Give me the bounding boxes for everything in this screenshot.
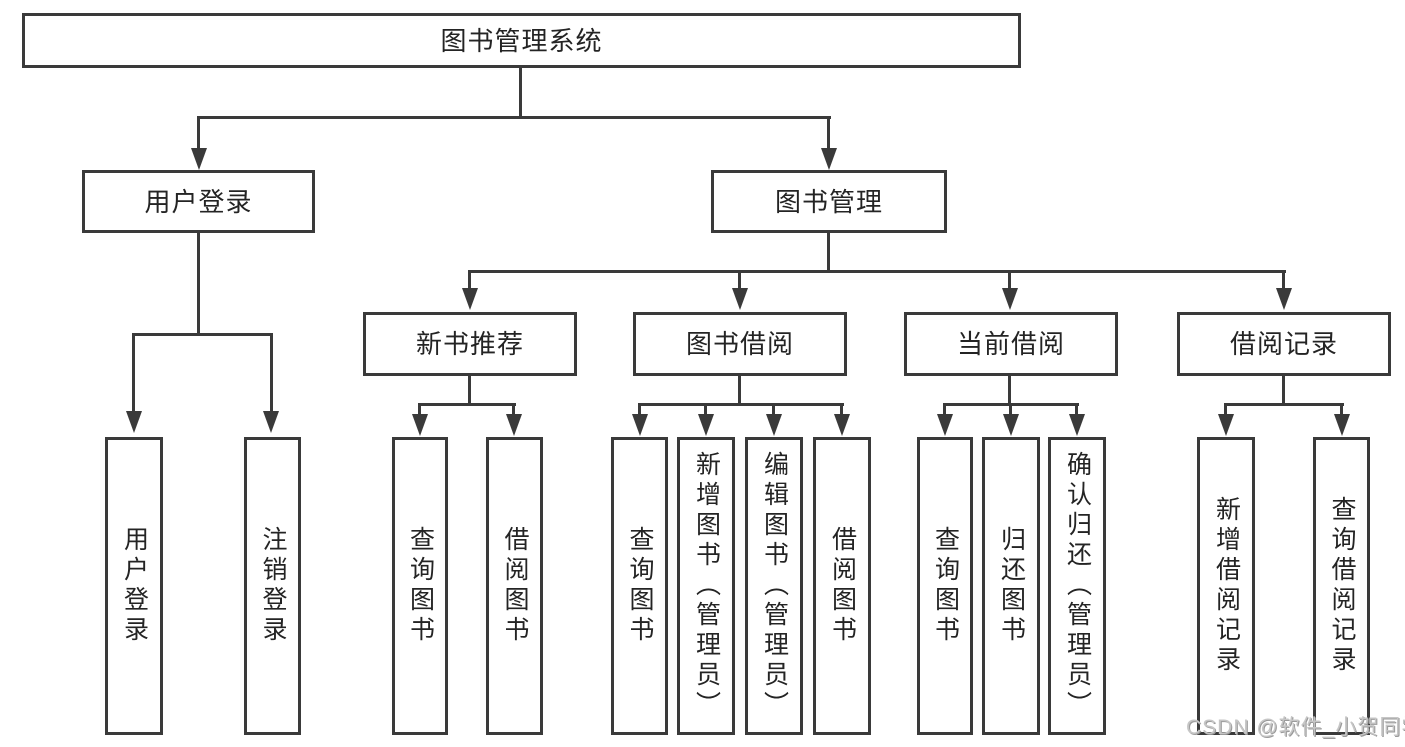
leaf-borrow-books-recommend: 借阅图书 bbox=[486, 437, 543, 735]
connector-leaf bbox=[1224, 406, 1227, 416]
leaf-add-borrow-record: 新增借阅记录 bbox=[1197, 437, 1255, 735]
connector-level1-bar bbox=[197, 116, 831, 119]
arrowhead-icon bbox=[126, 411, 142, 433]
node-root: 图书管理系统 bbox=[22, 13, 1021, 68]
arrowhead-icon bbox=[1334, 414, 1350, 436]
connector-borrowing-records-bar bbox=[1224, 403, 1344, 406]
arrowhead-icon bbox=[1218, 414, 1234, 436]
arrowhead-icon bbox=[191, 148, 207, 170]
connector-leaf bbox=[943, 406, 946, 416]
connector-book-management-drop bbox=[827, 233, 830, 271]
leaf-return-books: 归还图书 bbox=[982, 437, 1040, 735]
connector-leaf bbox=[704, 406, 707, 416]
connector-current-borrowing-bar bbox=[943, 403, 1079, 406]
connector-user-login-drop bbox=[197, 233, 200, 334]
node-user-login: 用户登录 bbox=[82, 170, 315, 233]
connector-to-user-login bbox=[197, 119, 200, 150]
leaf-query-borrow-record: 查询借阅记录 bbox=[1313, 437, 1370, 735]
connector-to-leaf-user-login bbox=[132, 336, 135, 413]
connector-level3-bar bbox=[468, 270, 1286, 273]
node-new-book-recommendation: 新书推荐 bbox=[363, 312, 577, 376]
connector-leaf bbox=[1009, 406, 1012, 416]
leaf-query-books-recommend: 查询图书 bbox=[392, 437, 448, 735]
leaf-query-books-current: 查询图书 bbox=[917, 437, 973, 735]
connector-book-borrowing-bar bbox=[638, 403, 844, 406]
leaf-add-books-admin: 新增图书（管理员） bbox=[677, 437, 735, 735]
arrowhead-icon bbox=[732, 288, 748, 310]
node-book-borrowing: 图书借阅 bbox=[633, 312, 847, 376]
arrowhead-icon bbox=[698, 414, 714, 436]
leaf-confirm-return-admin: 确认归还（管理员） bbox=[1048, 437, 1106, 735]
connector-book-borrowing-drop bbox=[738, 376, 741, 404]
arrowhead-icon bbox=[1069, 414, 1085, 436]
node-borrowing-records: 借阅记录 bbox=[1177, 312, 1391, 376]
connector-leaf bbox=[840, 406, 843, 416]
connector-borrowing-records-drop bbox=[1282, 376, 1285, 404]
arrowhead-icon bbox=[412, 414, 428, 436]
connector-to-borrowing-records bbox=[1282, 273, 1285, 289]
connector-current-borrowing-drop bbox=[1008, 376, 1011, 404]
arrowhead-icon bbox=[506, 414, 522, 436]
connector-leaf bbox=[638, 406, 641, 416]
arrowhead-icon bbox=[1002, 288, 1018, 310]
leaf-query-books-borrowing: 查询图书 bbox=[611, 437, 668, 735]
arrowhead-icon bbox=[1003, 414, 1019, 436]
arrowhead-icon bbox=[632, 414, 648, 436]
connector-leaf bbox=[1075, 406, 1078, 416]
connector-to-book-borrowing bbox=[738, 273, 741, 289]
connector-leaf bbox=[772, 406, 775, 416]
watermark: CSDN @软件_小贺同学 bbox=[1186, 716, 1405, 739]
node-current-borrowing: 当前借阅 bbox=[904, 312, 1118, 376]
connector-leaf bbox=[418, 406, 421, 416]
connector-to-leaf-logout bbox=[270, 336, 273, 413]
leaf-edit-books-admin: 编辑图书（管理员） bbox=[745, 437, 803, 735]
connector-leaf bbox=[1340, 406, 1343, 416]
connector-root-drop bbox=[519, 68, 522, 118]
arrowhead-icon bbox=[462, 288, 478, 310]
node-book-management: 图书管理 bbox=[711, 170, 947, 233]
leaf-borrow-books-borrowing: 借阅图书 bbox=[813, 437, 871, 735]
connector-new-book-bar bbox=[418, 403, 516, 406]
connector-to-book-management bbox=[827, 119, 830, 150]
arrowhead-icon bbox=[834, 414, 850, 436]
leaf-user-login: 用户登录 bbox=[105, 437, 163, 735]
leaf-logout: 注销登录 bbox=[244, 437, 301, 735]
arrowhead-icon bbox=[937, 414, 953, 436]
arrowhead-icon bbox=[1276, 288, 1292, 310]
connector-to-current-borrowing bbox=[1008, 273, 1011, 289]
arrowhead-icon bbox=[766, 414, 782, 436]
connector-new-book-drop bbox=[468, 376, 471, 404]
arrowhead-icon bbox=[821, 148, 837, 170]
connector-leaf bbox=[512, 406, 515, 416]
connector-to-new-book bbox=[468, 273, 471, 289]
arrowhead-icon bbox=[263, 411, 279, 433]
connector-user-login-bar bbox=[132, 333, 273, 336]
